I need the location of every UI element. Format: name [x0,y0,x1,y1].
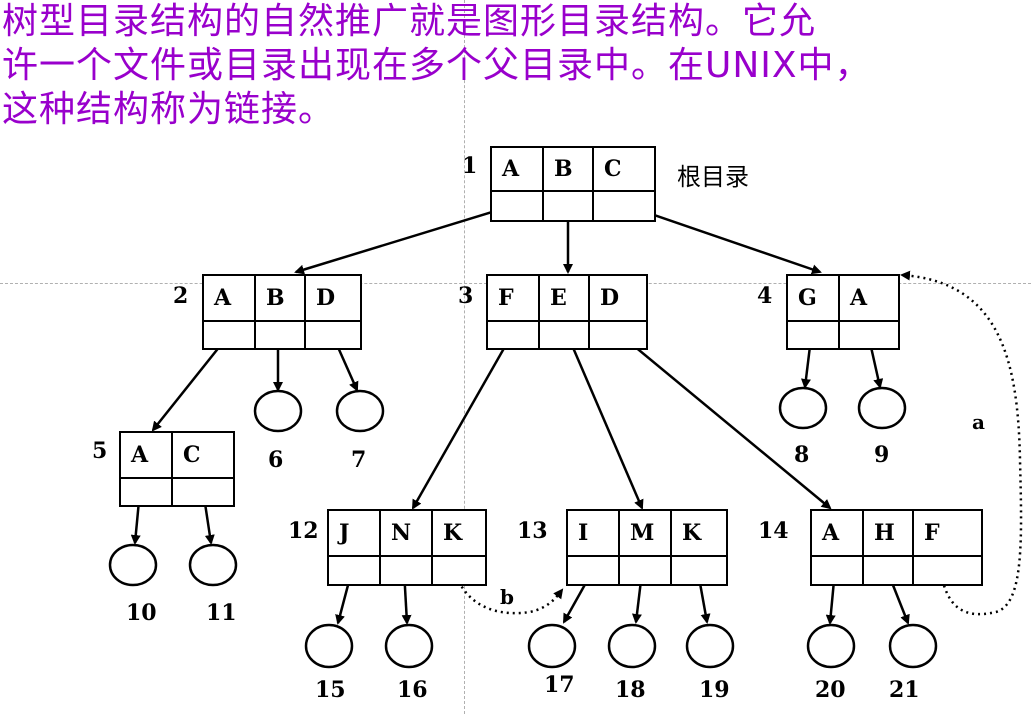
pointer-cell [329,557,381,584]
leaf-circle-19 [685,623,735,669]
leaf-label-19: 19 [699,677,730,703]
pointer-cell [568,557,620,584]
entry-cell: G [788,276,840,322]
link-label-a: a [972,410,985,434]
entry-cell: D [306,276,360,322]
pointer-cell [620,557,672,584]
leaf-label-10: 10 [126,600,157,626]
leaf-label-7: 7 [351,447,367,473]
entry-cell: N [381,511,433,557]
guide-line-vertical [464,0,465,714]
leaf-label-16: 16 [397,677,428,703]
entry-cell: C [594,148,654,192]
edge-1-4 [624,203,822,275]
entry-cell: F [488,276,540,322]
pointer-cell [788,322,840,348]
pointer-cell [492,192,544,220]
heading-line-1: 树型目录结构的自然推广就是图形目录结构。它允 [2,1,817,42]
node-number-1: 1 [462,153,478,179]
leaf-circle-9 [857,386,907,430]
entry-cell: I [568,511,620,557]
leaf-circle-15 [304,623,354,669]
node-number-5: 5 [92,438,108,464]
leaf-label-11: 11 [206,600,237,626]
heading-text: 树型目录结构的自然推广就是图形目录结构。它允 许一个文件或目录出现在多个父目录中… [2,0,872,132]
leaf-label-20: 20 [815,677,846,703]
entry-cell: C [173,433,233,479]
leaf-circle-7 [335,389,385,433]
directory-node-1: A B C [490,146,656,222]
directory-node-3: F E D [486,274,648,350]
entry-cell: E [540,276,590,322]
leaf-circle-17 [527,623,577,669]
edge-2-5 [151,335,229,432]
entry-cell: A [812,511,864,557]
entry-cell: A [492,148,544,192]
entry-cell: J [329,511,381,557]
leaf-circle-8 [778,386,828,430]
heading-line-3: 这种结构称为链接。 [2,89,336,130]
directory-node-2: A B D [202,274,362,350]
leaf-circle-21 [888,623,938,669]
leaf-circle-18 [607,623,657,669]
root-directory-label: 根目录 [677,163,749,191]
leaf-label-6: 6 [268,447,284,473]
leaf-label-15: 15 [315,677,346,703]
directory-node-12: J N K [327,509,487,586]
pointer-cell [381,557,433,584]
node-number-12: 12 [288,518,319,544]
entry-cell: F [914,511,981,557]
node-number-4: 4 [757,283,773,309]
edge-1-2 [294,203,516,275]
heading-line-2: 许一个文件或目录出现在多个父目录中。在UNIX中， [2,45,872,86]
entry-cell: D [590,276,646,322]
entry-cell: B [256,276,306,322]
entry-cell: B [544,148,594,192]
edge-3-13 [566,335,644,510]
pointer-cell [540,322,590,348]
edge-3-14 [621,335,832,510]
entry-cell: A [840,276,898,322]
leaf-circle-16 [384,623,434,669]
pointer-cell [864,557,914,584]
entry-cell: K [672,511,726,557]
directory-node-5: A C [119,431,235,507]
directory-node-14: A H F [810,509,983,586]
pointer-cell [488,322,540,348]
node-number-3: 3 [458,283,474,309]
directory-node-13: I M K [566,509,728,586]
leaf-label-17: 17 [544,672,575,698]
entry-cell: A [204,276,256,322]
leaf-label-9: 9 [874,442,890,468]
node-number-2: 2 [173,283,189,309]
edge-3-12 [411,335,513,510]
leaf-label-21: 21 [889,677,920,703]
link-a-path [900,270,1023,616]
entry-cell: H [864,511,914,557]
pointer-cell [204,322,256,348]
link-label-b: b [500,585,514,609]
leaf-circle-10 [108,543,158,587]
pointer-cell [121,479,173,505]
pointer-cell [812,557,864,584]
leaf-label-8: 8 [794,442,810,468]
leaf-circle-6 [253,389,303,433]
leaf-circle-20 [806,623,856,669]
pointer-cell [544,192,594,220]
directory-node-4: G A [786,274,900,350]
pointer-cell [256,322,306,348]
entry-cell: M [620,511,672,557]
node-number-13: 13 [517,518,548,544]
entry-cell: K [433,511,485,557]
entry-cell: A [121,433,173,479]
leaf-circle-11 [188,543,238,587]
leaf-label-18: 18 [615,677,646,703]
node-number-14: 14 [758,518,789,544]
